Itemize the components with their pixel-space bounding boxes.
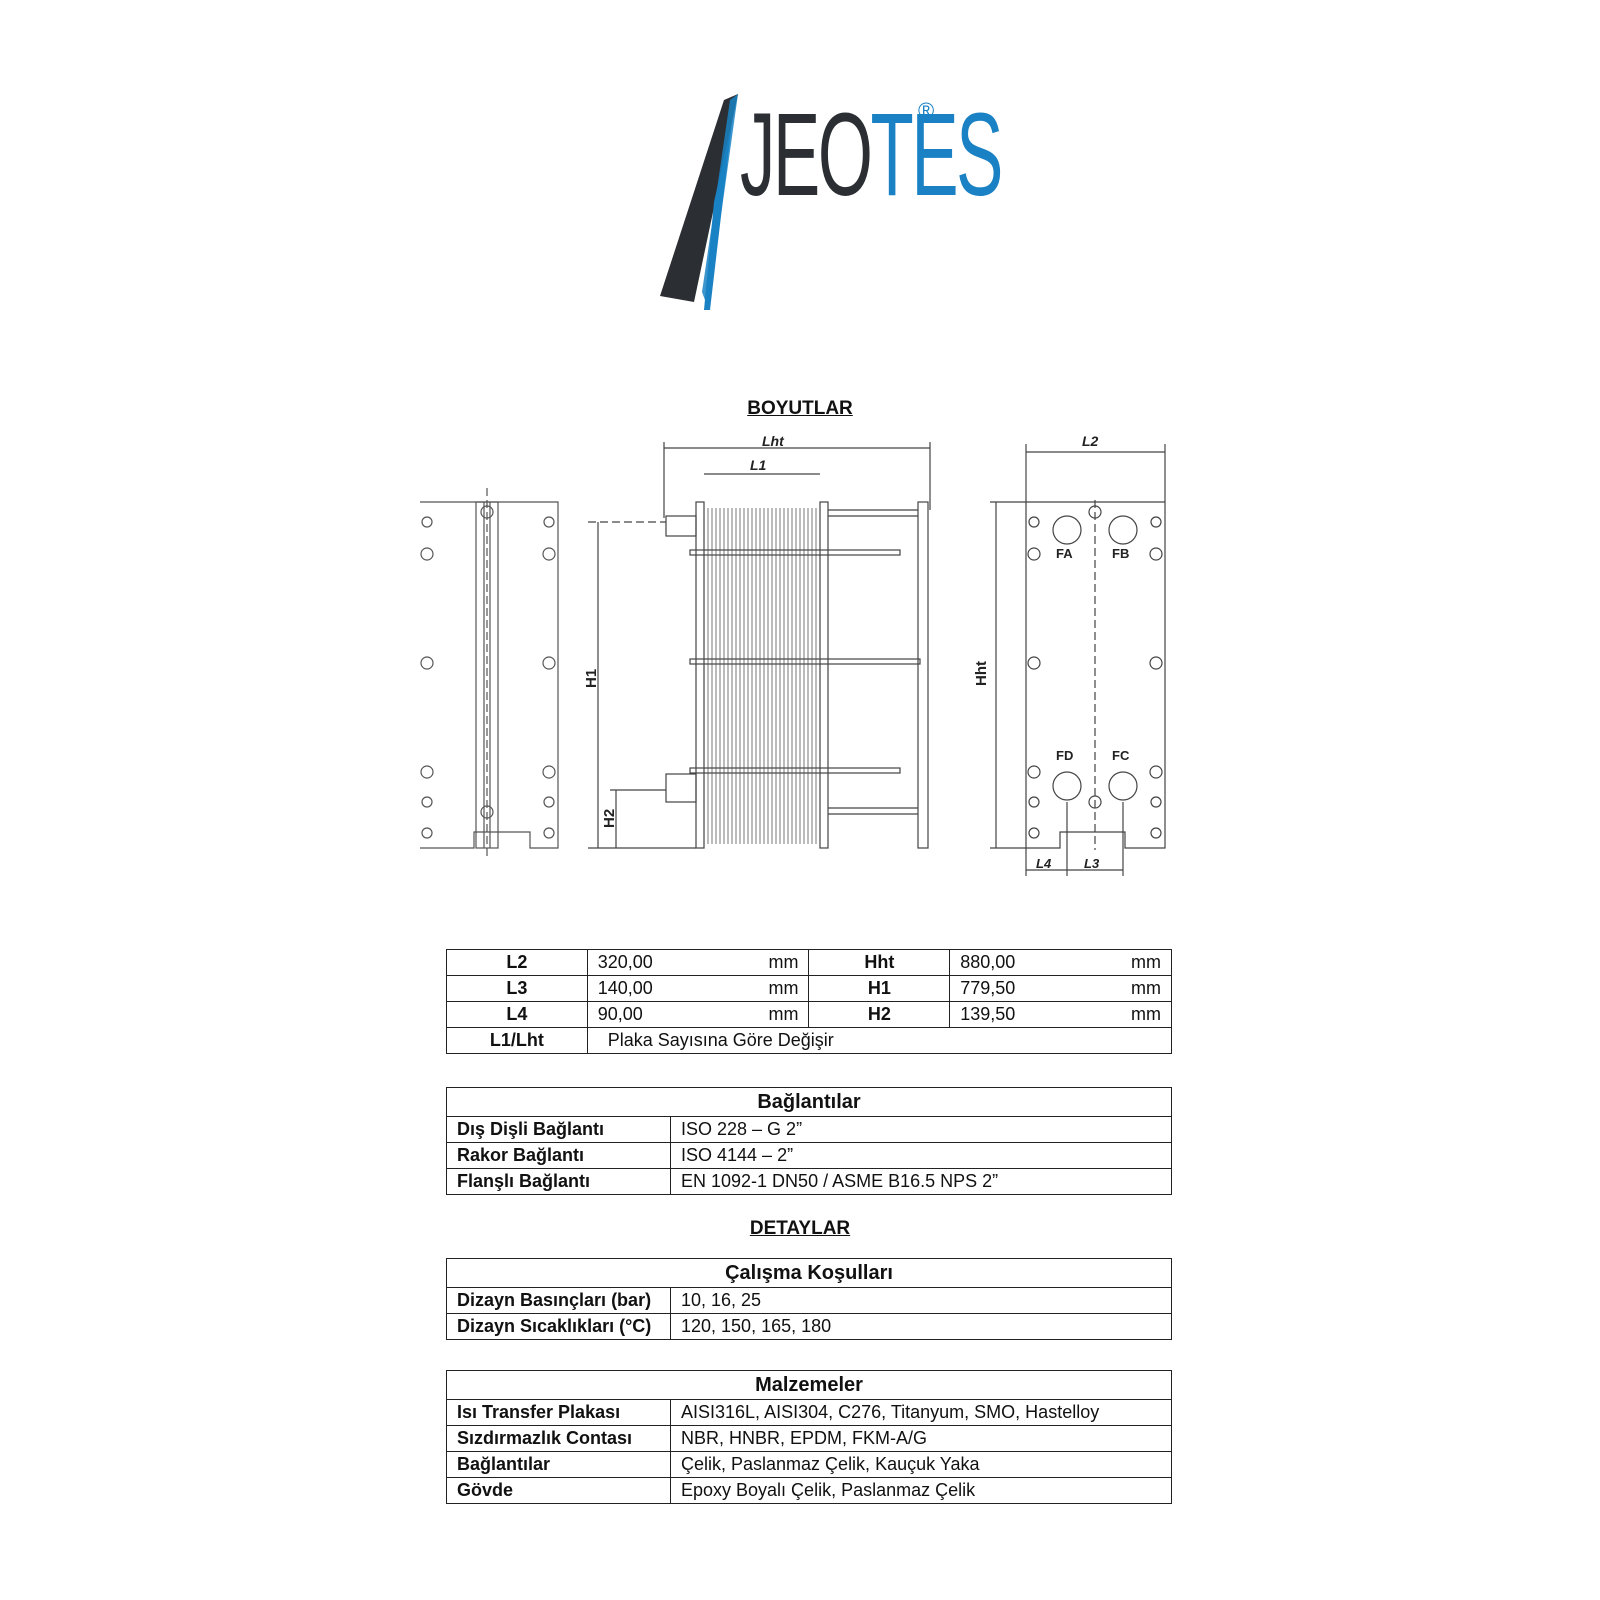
conditions-table: Çalışma Koşulları Dizayn Basınçları (bar…	[446, 1258, 1172, 1340]
end-view: L2 Hht FA FB FD FC L4 L3	[973, 433, 1166, 876]
table-cell: NBR, HNBR, EPDM, FKM-A/G	[670, 1425, 1172, 1452]
table-header-row: Malzemeler	[446, 1370, 1172, 1400]
table-cell: Plaka Sayısına Göre Değişir	[586, 1027, 1173, 1054]
table-cell: Rakor Bağlantı	[446, 1142, 671, 1169]
table-cell: Dizayn Sıcaklıkları (°C)	[446, 1313, 671, 1340]
front-view: Lht L1 H1 H2	[583, 433, 931, 849]
label-l4: L4	[1036, 856, 1052, 871]
label-hht: Hht	[973, 661, 990, 686]
registered-mark: ®	[918, 98, 935, 123]
table-cell: Dizayn Basınçları (bar)	[446, 1287, 671, 1314]
table-cell: Hht	[808, 949, 951, 976]
table-cell: EN 1092-1 DN50 / ASME B16.5 NPS 2”	[670, 1168, 1172, 1195]
table-cell: 779,50	[949, 975, 1102, 1002]
table-cell: 10, 16, 25	[670, 1287, 1172, 1314]
table-cell: mm	[739, 975, 810, 1002]
jeotes-logo-mark	[660, 94, 738, 310]
table-cell: 320,00	[586, 949, 740, 976]
table-cell: Isı Transfer Plakası	[446, 1399, 671, 1426]
table-cell: 880,00	[949, 949, 1102, 976]
details-title: DETAYLAR	[749, 1218, 851, 1239]
table-cell: mm	[739, 1001, 810, 1028]
materials-title: Malzemeler	[446, 1370, 1172, 1400]
table-cell: 120, 150, 165, 180	[670, 1313, 1172, 1340]
table-cell: Flanşlı Bağlantı	[446, 1168, 671, 1195]
side-view	[420, 488, 559, 860]
table-header-row: Bağlantılar	[446, 1087, 1172, 1117]
table-cell: Gövde	[446, 1477, 671, 1504]
table-cell: Çelik, Paslanmaz Çelik, Kauçuk Yaka	[670, 1451, 1172, 1478]
conditions-title: Çalışma Koşulları	[446, 1258, 1172, 1288]
table-cell: L1/Lht	[446, 1027, 588, 1054]
table-cell: mm	[739, 949, 810, 976]
table-row: L1/Lht Plaka Sayısına Göre Değişir	[446, 1027, 1173, 1054]
table-cell: Dış Dişli Bağlantı	[446, 1116, 671, 1143]
table-cell: 90,00	[586, 1001, 740, 1028]
label-lht: Lht	[762, 433, 785, 449]
connections-title: Bağlantılar	[446, 1087, 1172, 1117]
table-cell: ES	[911, 89, 1003, 221]
table-row: Dizayn Basınçları (bar)10, 16, 25	[446, 1287, 1172, 1314]
table-cell: mm	[1101, 975, 1172, 1002]
table-cell: L2	[446, 949, 588, 976]
table-cell: L4	[446, 1001, 588, 1028]
label-h2: H2	[601, 809, 618, 828]
label-l3: L3	[1084, 856, 1100, 871]
dimensions-title: BOYUTLAR	[747, 398, 853, 419]
table-cell: Bağlantılar	[446, 1451, 671, 1478]
table-cell: L3	[446, 975, 588, 1002]
table-cell: mm	[1101, 949, 1172, 976]
label-fc: FC	[1112, 748, 1130, 763]
table-cell: mm	[1101, 1001, 1172, 1028]
table-cell: H2	[808, 1001, 951, 1028]
table-cell: Epoxy Boyalı Çelik, Paslanmaz Çelik	[670, 1477, 1172, 1504]
label-fa: FA	[1056, 546, 1073, 561]
label-h1: H1	[583, 669, 600, 688]
table-cell: H1	[808, 975, 951, 1002]
table-cell: JEO	[740, 89, 873, 221]
table-cell: AISI316L, AISI304, C276, Titanyum, SMO, …	[670, 1399, 1172, 1426]
jeotes-logo-wordmark: JEOTES	[740, 96, 1003, 214]
table-cell: Sızdırmazlık Contası	[446, 1425, 671, 1452]
table-cell: T	[870, 89, 914, 221]
label-fd: FD	[1056, 748, 1073, 763]
heat-exchanger-drawing: Lht L1 H1 H2 L2 Hht FA FB FD FC L4 L3	[420, 433, 1166, 876]
label-l1: L1	[750, 457, 767, 473]
table-cell: 140,00	[586, 975, 740, 1002]
table-cell: 139,50	[949, 1001, 1102, 1028]
table-cell: ISO 228 – G 2”	[670, 1116, 1172, 1143]
table-header-row: Çalışma Koşulları	[446, 1258, 1172, 1288]
table-row: Dizayn Sıcaklıkları (°C)120, 150, 165, 1…	[446, 1313, 1172, 1340]
table-cell: ISO 4144 – 2”	[670, 1142, 1172, 1169]
label-fb: FB	[1112, 546, 1129, 561]
label-l2: L2	[1082, 433, 1099, 449]
